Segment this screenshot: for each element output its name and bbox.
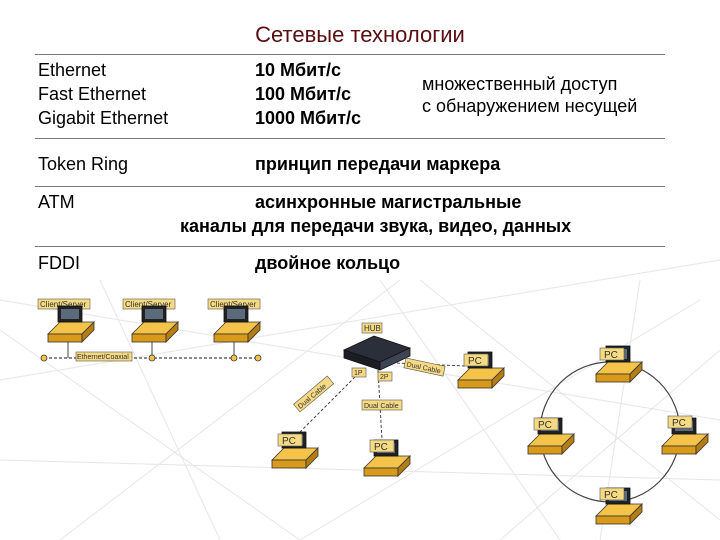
star-pc-1: PC xyxy=(457,351,505,389)
client-server-node-3: Client/Server xyxy=(207,298,261,343)
ethernet-name-1: Ethernet xyxy=(38,60,107,80)
bus-topology: Client/Server Client/Server Client/Serve… xyxy=(37,298,262,362)
bus-cable-label: Ethernet/Coaxial xyxy=(77,354,129,361)
port-label-2: 2P xyxy=(380,374,389,381)
client-server-label: Client/Server xyxy=(40,300,87,309)
fddi-desc: двойное кольцо xyxy=(255,253,401,273)
star-cable-label-2: Dual Cable xyxy=(297,383,328,411)
token-ring-name: Token Ring xyxy=(38,154,129,174)
atm-desc-1: асинхронные магистральные xyxy=(255,192,522,212)
star-cable-label-3: Dual Cable xyxy=(364,403,399,410)
atm-name: ATM xyxy=(38,192,75,212)
pc-label: PC xyxy=(282,436,296,447)
pc-label: PC xyxy=(468,356,482,367)
pc-label: PC xyxy=(672,418,686,429)
client-server-label: Client/Server xyxy=(125,300,172,309)
ethernet-speed-1: 10 Мбит/с xyxy=(255,60,342,80)
ring-pc-top: PC xyxy=(595,345,643,383)
token-ring-desc: принцип передачи маркера xyxy=(255,154,501,174)
ethernet-name-3: Gigabit Ethernet xyxy=(38,108,169,128)
client-server-node-1: Client/Server xyxy=(37,298,95,343)
ethernet-access-2: с обнаружением несущей xyxy=(422,96,638,116)
ethernet-speed-3: 1000 Мбит/с xyxy=(255,108,362,128)
divider xyxy=(35,138,665,139)
divider xyxy=(35,54,665,55)
network-topology-diagram: Client/Server Client/Server Client/Serve… xyxy=(37,298,709,525)
port-label-1: 1P xyxy=(354,370,363,377)
ring-pc-right: PC xyxy=(661,415,709,455)
ethernet-access-1: множественный доступ xyxy=(422,74,618,94)
ring-pc-left: PC xyxy=(527,417,575,455)
pc-label: PC xyxy=(604,490,618,501)
divider xyxy=(35,186,665,187)
pc-label: PC xyxy=(604,350,618,361)
ethernet-name-2: Fast Ethernet xyxy=(38,84,147,104)
star-topology: HUB Dual Cable Dual Cable Dual Cable 1P … xyxy=(271,322,505,477)
star-pc-2: PC xyxy=(271,431,319,469)
ring-topology: PC PC PC PC xyxy=(527,345,709,525)
client-server-node-2: Client/Server xyxy=(122,298,179,343)
fddi-name: FDDI xyxy=(38,253,80,273)
atm-desc-2: каналы для передачи звука, видео, данных xyxy=(180,216,572,236)
divider xyxy=(35,246,665,247)
ring-pc-bottom: PC xyxy=(595,487,643,525)
client-server-label: Client/Server xyxy=(210,300,257,309)
pc-label: PC xyxy=(538,420,552,431)
page-title: Сетевые технологии xyxy=(255,22,465,47)
hub-label: HUB xyxy=(364,324,381,333)
hub-device: HUB xyxy=(342,322,412,371)
ethernet-speed-2: 100 Мбит/с xyxy=(255,84,352,104)
pc-label: PC xyxy=(374,442,388,453)
star-pc-3: PC xyxy=(363,439,411,477)
